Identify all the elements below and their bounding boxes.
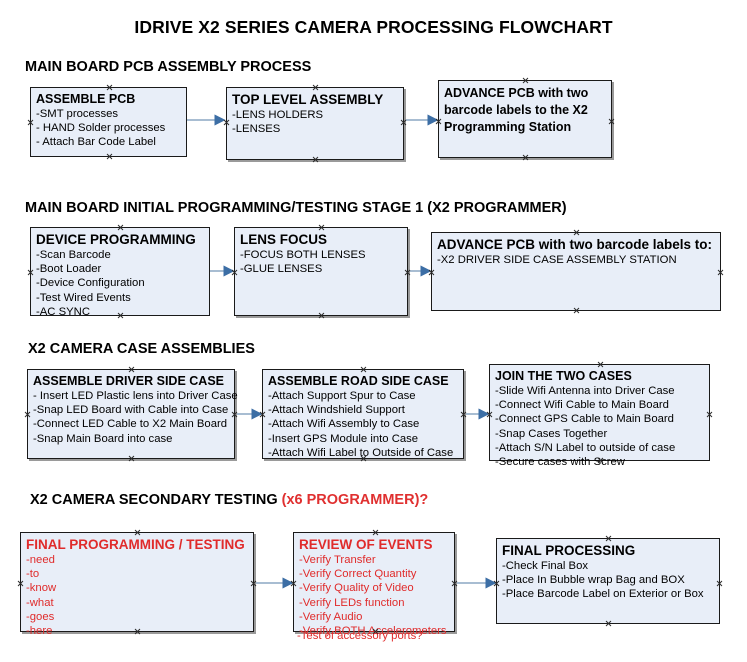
node-lens-focus-item: -GLUE LENSES [240, 263, 323, 276]
node-join-the-two-cases-title: JOIN THE TWO CASES [495, 369, 632, 383]
node-lens-focus-title: LENS FOCUS [240, 232, 328, 247]
node-assemble-pcb-item: -SMT processes [36, 108, 119, 120]
node-final-processing-item: -Check Final Box [502, 560, 589, 572]
node-assemble-pcb-title: ASSEMBLE PCB [36, 92, 136, 106]
node-final-programming-testing-item: -goes [26, 610, 55, 623]
section-heading-2: MAIN BOARD INITIAL PROGRAMMING/TESTING S… [25, 200, 567, 216]
node-lens-focus[interactable]: LENS FOCUS -FOCUS BOTH LENSES -GLUE LENS… [234, 227, 408, 316]
section-heading-3-text: X2 CAMERA CASE ASSEMBLIES [28, 341, 255, 357]
page-title: IDRIVE X2 SERIES CAMERA PROCESSING FLOWC… [134, 17, 613, 37]
node-join-the-two-cases[interactable]: JOIN THE TWO CASES -Slide Wifi Antenna i… [489, 364, 710, 468]
node-assemble-driver-side-case[interactable]: ASSEMBLE DRIVER SIDE CASE - Insert LED P… [27, 369, 238, 459]
section-heading-1: MAIN BOARD PCB ASSEMBLY PROCESS [25, 59, 311, 75]
node-top-level-assembly-item: -LENS HOLDERS [232, 109, 324, 121]
node-final-processing-item: -Place Barcode Label on Exterior or Box [502, 588, 704, 601]
node-device-programming-item: -AC SYNC [36, 305, 90, 318]
node-join-the-two-cases-item: -Secure cases with Screw [495, 456, 625, 469]
node-final-processing[interactable]: FINAL PROCESSING -Check Final Box -Place… [496, 538, 720, 624]
node-advance-pcb-to-driver-station-title: ADVANCE PCB with two barcode labels to: [437, 237, 713, 252]
node-review-of-events[interactable]: REVIEW OF EVENTS -Verify Transfer -Verif… [293, 532, 455, 637]
node-advance-pcb-to-driver-station-item: -X2 DRIVER SIDE CASE ASSEMBLY STATION [437, 254, 677, 266]
node-device-programming-item: -Test Wired Events [36, 291, 131, 304]
node-lens-focus-item: -FOCUS BOTH LENSES [240, 249, 366, 261]
node-join-the-two-cases-item: -Snap Cases Together [495, 427, 608, 440]
node-device-programming-item: -Device Configuration [36, 277, 145, 290]
node-advance-pcb-to-x2-station-title: ADVANCE PCB with two barcode labels to t… [444, 86, 589, 134]
node-review-of-events-item: -Verify BOTH Accelerometers [299, 625, 447, 638]
node-review-of-events-item: -Verify Correct Quantity [299, 568, 417, 581]
node-advance-pcb-to-driver-station[interactable]: ADVANCE PCB with two barcode labels to: … [431, 232, 721, 311]
section-heading-4: X2 CAMERA SECONDARY TESTING (x6 PROGRAMM… [30, 492, 428, 508]
node-final-programming-testing-item: -need [26, 554, 55, 566]
node-assemble-driver-side-case-item: -Snap LED Board with Cable into Case [33, 404, 229, 417]
node-assemble-pcb-item: - HAND Solder processes [36, 122, 166, 135]
node-advance-pcb-to-x2-station[interactable]: ADVANCE PCB with two barcode labels to t… [438, 80, 612, 158]
node-device-programming-title: DEVICE PROGRAMMING [36, 232, 196, 247]
section-heading-2-text: MAIN BOARD INITIAL PROGRAMMING/TESTING S… [25, 200, 567, 216]
node-final-programming-testing-item: -what [26, 596, 54, 609]
node-review-of-events-item: -Verify LEDs function [299, 596, 405, 609]
node-assemble-pcb[interactable]: ASSEMBLE PCB -SMT processes - HAND Solde… [30, 87, 187, 157]
node-assemble-road-side-case-title: ASSEMBLE ROAD SIDE CASE [268, 374, 449, 388]
node-final-programming-testing-item: -to [26, 568, 40, 581]
section-heading-1-text: MAIN BOARD PCB ASSEMBLY PROCESS [25, 59, 312, 75]
node-final-programming-testing-title: FINAL PROGRAMMING / TESTING [26, 537, 245, 552]
node-final-programming-testing[interactable]: FINAL PROGRAMMING / TESTING -need -to -k… [20, 532, 254, 637]
node-review-of-events-item: -Verify Transfer [299, 554, 376, 566]
node-assemble-road-side-case-item: -Attach Wifi Label to Outside of Case [268, 446, 454, 459]
section-heading-4-text: X2 CAMERA SECONDARY TESTING [30, 492, 282, 508]
node-assemble-driver-side-case-item: - Insert LED Plastic lens into Driver Ca… [33, 390, 238, 402]
node-join-the-two-cases-item: -Connect GPS Cable to Main Board [495, 413, 674, 426]
node-top-level-assembly[interactable]: TOP LEVEL ASSEMBLY -LENS HOLDERS -LENSES [226, 87, 404, 160]
node-assemble-road-side-case-item: -Insert GPS Module into Case [268, 432, 419, 445]
node-device-programming-item: -Boot Loader [36, 263, 102, 276]
node-join-the-two-cases-item: -Connect Wifi Cable to Main Board [495, 399, 669, 412]
node-final-processing-title: FINAL PROCESSING [502, 543, 636, 558]
node-final-processing-item: -Place In Bubble wrap Bag and BOX [502, 574, 685, 587]
node-join-the-two-cases-item: -Slide Wifi Antenna into Driver Case [495, 385, 675, 397]
node-assemble-pcb-item: - Attach Bar Code Label [36, 136, 156, 149]
node-review-of-events-item: -Verify Audio [299, 610, 363, 623]
node-device-programming[interactable]: DEVICE PROGRAMMING -Scan Barcode -Boot L… [30, 227, 210, 318]
node-review-of-events-overflow-item: -Test of accessory ports? [297, 630, 423, 642]
node-assemble-driver-side-case-item: -Snap Main Board into case [33, 432, 173, 445]
node-final-programming-testing-item: -here [26, 625, 53, 638]
section-heading-3: X2 CAMERA CASE ASSEMBLIES [28, 341, 255, 357]
node-review-of-events-item: -Verify Quality of Video [299, 582, 414, 595]
node-join-the-two-cases-item: -Attach S/N Label to outside of case [495, 441, 676, 454]
node-assemble-road-side-case[interactable]: ASSEMBLE ROAD SIDE CASE -Attach Support … [262, 369, 464, 459]
node-assemble-driver-side-case-item: -Connect LED Cable to X2 Main Board [33, 418, 228, 431]
node-assemble-road-side-case-item: -Attach Windshield Support [268, 404, 405, 417]
node-top-level-assembly-item: -LENSES [232, 123, 281, 136]
node-review-of-events-title: REVIEW OF EVENTS [299, 537, 433, 552]
node-assemble-driver-side-case-title: ASSEMBLE DRIVER SIDE CASE [33, 374, 225, 388]
section-heading-4-accent: (x6 PROGRAMMER)? [281, 492, 429, 508]
node-top-level-assembly-title: TOP LEVEL ASSEMBLY [232, 92, 384, 107]
node-assemble-road-side-case-item: -Attach Support Spur to Case [268, 390, 416, 402]
node-assemble-road-side-case-item: -Attach Wifi Assembly to Case [268, 418, 420, 431]
node-device-programming-item: -Scan Barcode [36, 249, 111, 261]
node-final-programming-testing-item: -know [26, 582, 57, 595]
